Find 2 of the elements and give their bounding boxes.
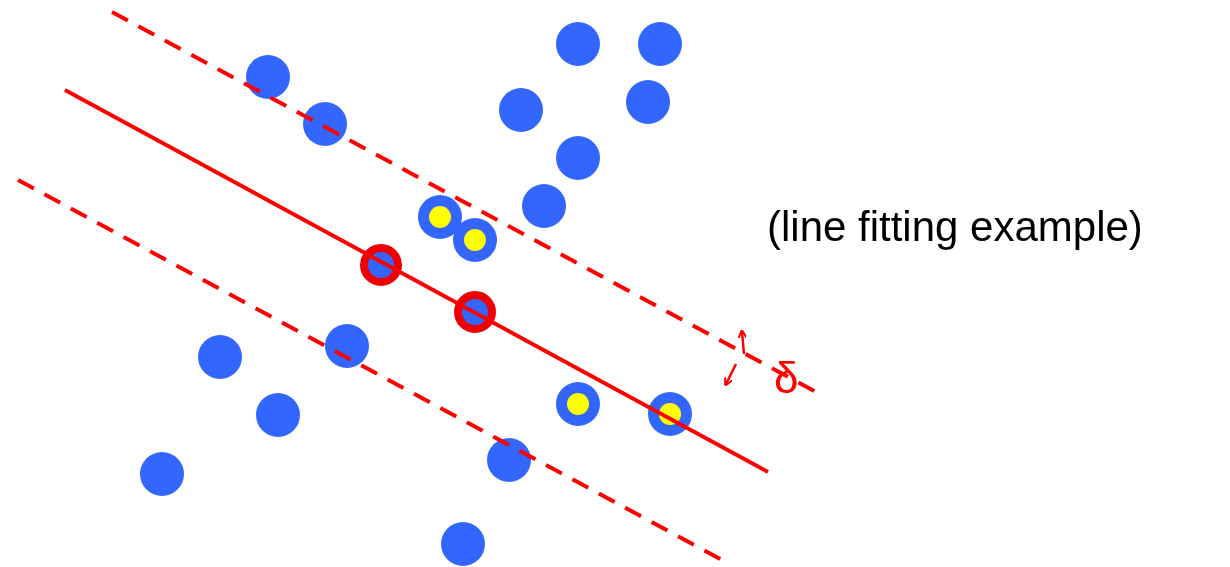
distance-symbol: δ [774, 356, 799, 400]
caption-text: (line fitting example) [767, 206, 1143, 248]
